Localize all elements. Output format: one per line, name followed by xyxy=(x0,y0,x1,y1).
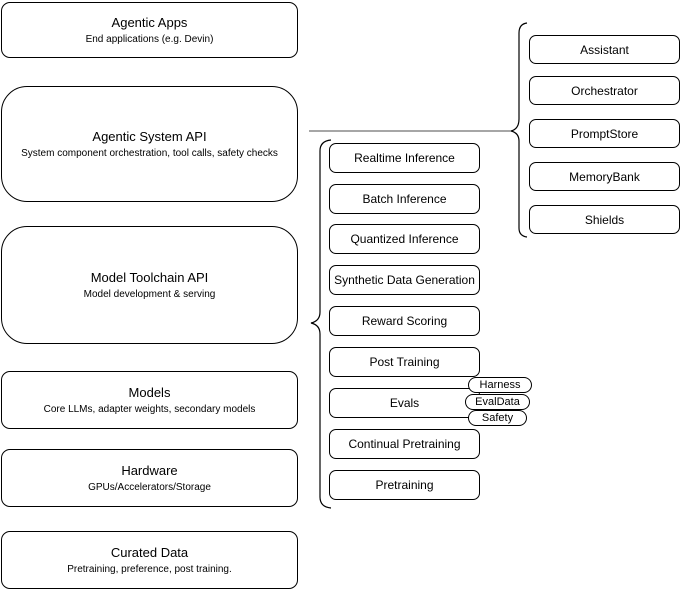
node-evals: Evals xyxy=(329,388,480,418)
node-curated-data: Curated Data Pretraining, preference, po… xyxy=(1,531,298,589)
node-orchestrator: Orchestrator xyxy=(529,76,680,105)
node-subtitle: System component orchestration, tool cal… xyxy=(21,147,278,159)
node-subtitle: Pretraining, preference, post training. xyxy=(67,563,232,575)
components-brace xyxy=(510,22,528,238)
node-quantized-inference: Quantized Inference xyxy=(329,224,480,254)
node-agentic-apps: Agentic Apps End applications (e.g. Devi… xyxy=(1,2,298,58)
node-pretraining: Pretraining xyxy=(329,470,480,500)
node-reward-scoring: Reward Scoring xyxy=(329,306,480,336)
node-subtitle: Core LLMs, adapter weights, secondary mo… xyxy=(43,403,256,415)
node-model-toolchain-api: Model Toolchain API Model development & … xyxy=(1,226,298,344)
node-memorybank: MemoryBank xyxy=(529,162,680,191)
pill-evaldata: EvalData xyxy=(465,394,530,410)
node-agentic-system-api: Agentic System API System component orch… xyxy=(1,86,298,202)
node-batch-inference: Batch Inference xyxy=(329,184,480,214)
node-synthetic-data-generation: Synthetic Data Generation xyxy=(329,265,480,295)
toolchain-brace xyxy=(310,139,332,509)
node-realtime-inference: Realtime Inference xyxy=(329,143,480,173)
node-subtitle: GPUs/Accelerators/Storage xyxy=(88,481,211,493)
node-title: Hardware xyxy=(121,462,178,478)
node-title: Model Toolchain API xyxy=(90,269,209,285)
pill-safety: Safety xyxy=(468,410,527,426)
node-subtitle: End applications (e.g. Devin) xyxy=(85,33,214,45)
pill-harness: Harness xyxy=(468,377,532,393)
node-subtitle: Model development & serving xyxy=(83,288,216,300)
node-hardware: Hardware GPUs/Accelerators/Storage xyxy=(1,449,298,507)
node-title: Agentic Apps xyxy=(111,14,188,30)
node-post-training: Post Training xyxy=(329,347,480,377)
node-title: Models xyxy=(128,384,171,400)
node-title: Curated Data xyxy=(110,544,189,560)
node-models: Models Core LLMs, adapter weights, secon… xyxy=(1,371,298,429)
node-title: Agentic System API xyxy=(92,128,207,144)
node-shields: Shields xyxy=(529,205,680,234)
node-assistant: Assistant xyxy=(529,35,680,64)
node-continual-pretraining: Continual Pretraining xyxy=(329,429,480,459)
node-promptstore: PromptStore xyxy=(529,119,680,148)
